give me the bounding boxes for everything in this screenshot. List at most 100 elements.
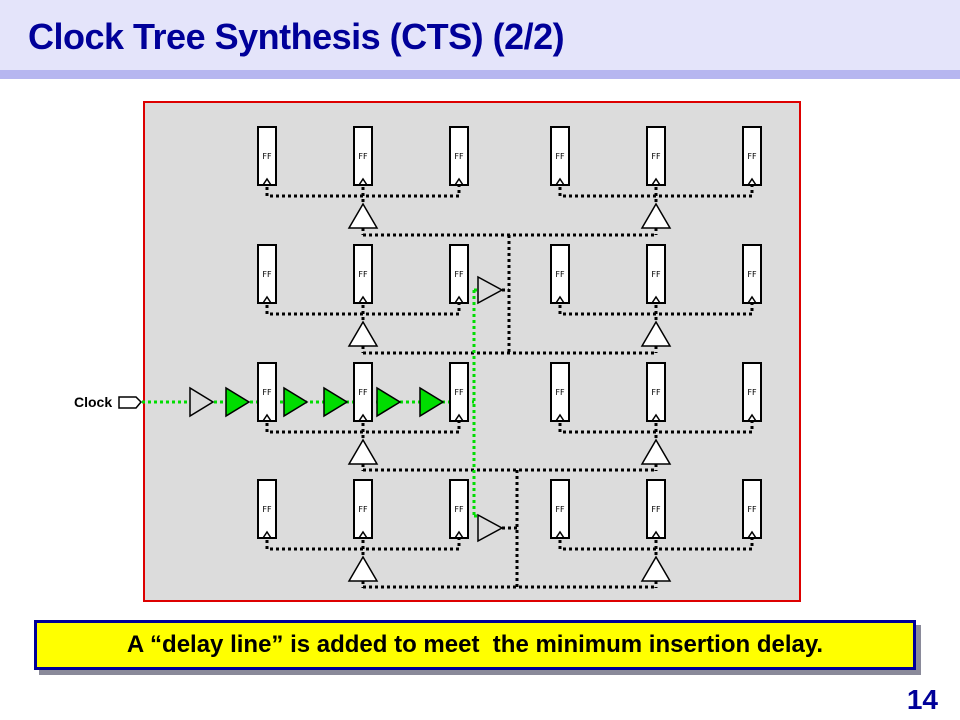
- flip-flop: FF: [257, 479, 277, 539]
- flip-flop: FF: [646, 362, 666, 422]
- clock-pin-icon: [358, 413, 368, 422]
- clock-buffer-icon: [347, 320, 379, 347]
- flip-flop: FF: [742, 479, 762, 539]
- flip-flop-box: [550, 479, 570, 539]
- flip-flop-label: FF: [747, 388, 757, 397]
- delay-buffer-icon: [323, 386, 349, 418]
- clock-pin-icon: [651, 413, 661, 422]
- flip-flop-box: [257, 126, 277, 186]
- flip-flop-label: FF: [651, 270, 661, 279]
- flip-flop-box: [646, 362, 666, 422]
- flip-flop: FF: [646, 244, 666, 304]
- flip-flop-box: [257, 479, 277, 539]
- flip-flop-box: [353, 479, 373, 539]
- flip-flop-label: FF: [555, 505, 565, 514]
- clock-pin-icon: [555, 295, 565, 304]
- title-underline: [0, 70, 960, 79]
- root-buffer-icon: [189, 386, 215, 418]
- flip-flop: FF: [449, 479, 469, 539]
- caption-box: A “delay line” is added to meet the mini…: [34, 620, 916, 670]
- flip-flop: FF: [257, 244, 277, 304]
- clock-pin-icon: [262, 177, 272, 186]
- flip-flop-box: [257, 362, 277, 422]
- clock-pin-icon: [262, 530, 272, 539]
- flip-flop-label: FF: [555, 152, 565, 161]
- clock-pin-icon: [454, 530, 464, 539]
- clock-pin-icon: [651, 177, 661, 186]
- flip-flop-label: FF: [454, 388, 464, 397]
- clock-pin-icon: [747, 413, 757, 422]
- flip-flop: FF: [646, 126, 666, 186]
- flip-flop: FF: [550, 244, 570, 304]
- flip-flop-box: [449, 362, 469, 422]
- clock-buffer-icon: [347, 555, 379, 582]
- flip-flop-box: [646, 244, 666, 304]
- flip-flop-box: [550, 362, 570, 422]
- flip-flop: FF: [353, 126, 373, 186]
- clock-port-icon: [118, 396, 143, 409]
- clock-pin-icon: [358, 295, 368, 304]
- flip-flop: FF: [550, 362, 570, 422]
- delay-buffer-icon: [376, 386, 402, 418]
- flip-flop-label: FF: [262, 505, 272, 514]
- flip-flop: FF: [257, 362, 277, 422]
- flip-flop-label: FF: [262, 270, 272, 279]
- clock-pin-icon: [747, 295, 757, 304]
- flip-flop: FF: [646, 479, 666, 539]
- flip-flop-box: [646, 479, 666, 539]
- flip-flop-label: FF: [262, 152, 272, 161]
- clock-label: Clock: [74, 394, 112, 410]
- flip-flop-box: [742, 479, 762, 539]
- flip-flop-label: FF: [651, 388, 661, 397]
- clock-pin-icon: [651, 295, 661, 304]
- title-banner: [0, 0, 960, 70]
- flip-flop-box: [449, 244, 469, 304]
- flip-flop-box: [742, 244, 762, 304]
- page-number: 14: [906, 684, 938, 715]
- flip-flop-label: FF: [358, 388, 368, 397]
- clock-pin-icon: [358, 530, 368, 539]
- flip-flop-label: FF: [358, 505, 368, 514]
- clock-pin-icon: [555, 413, 565, 422]
- flip-flop-box: [353, 126, 373, 186]
- flip-flop-box: [742, 126, 762, 186]
- clock-pin-icon: [747, 177, 757, 186]
- delay-buffer-icon: [283, 386, 309, 418]
- flip-flop-box: [449, 126, 469, 186]
- flip-flop: FF: [742, 244, 762, 304]
- flip-flop-label: FF: [747, 152, 757, 161]
- flip-flop-label: FF: [555, 270, 565, 279]
- clock-buffer-icon: [347, 438, 379, 465]
- flip-flop: FF: [353, 362, 373, 422]
- flip-flop: FF: [257, 126, 277, 186]
- flip-flop: FF: [550, 126, 570, 186]
- flip-flop-box: [550, 244, 570, 304]
- flip-flop-box: [646, 126, 666, 186]
- clock-pin-icon: [651, 530, 661, 539]
- flip-flop-label: FF: [747, 270, 757, 279]
- clock-pin-icon: [262, 413, 272, 422]
- clock-buffer-icon: [640, 202, 672, 229]
- clock-pin-icon: [454, 295, 464, 304]
- flip-flop: FF: [449, 126, 469, 186]
- flip-flop-label: FF: [262, 388, 272, 397]
- clock-pin-icon: [454, 177, 464, 186]
- clock-buffer-icon: [347, 202, 379, 229]
- clock-pin-icon: [555, 530, 565, 539]
- flip-flop: FF: [353, 244, 373, 304]
- clock-pin-icon: [454, 413, 464, 422]
- flip-flop-box: [257, 244, 277, 304]
- flip-flop: FF: [550, 479, 570, 539]
- clock-buffer-icon: [477, 513, 504, 543]
- flip-flop-box: [550, 126, 570, 186]
- flip-flop: FF: [742, 362, 762, 422]
- delay-buffer-icon: [225, 386, 251, 418]
- clock-buffer-icon: [640, 438, 672, 465]
- clock-pin-icon: [358, 177, 368, 186]
- clock-buffer-icon: [477, 275, 504, 305]
- delay-buffer-icon: [419, 386, 445, 418]
- flip-flop-label: FF: [747, 505, 757, 514]
- flip-flop: FF: [353, 479, 373, 539]
- flip-flop-label: FF: [651, 152, 661, 161]
